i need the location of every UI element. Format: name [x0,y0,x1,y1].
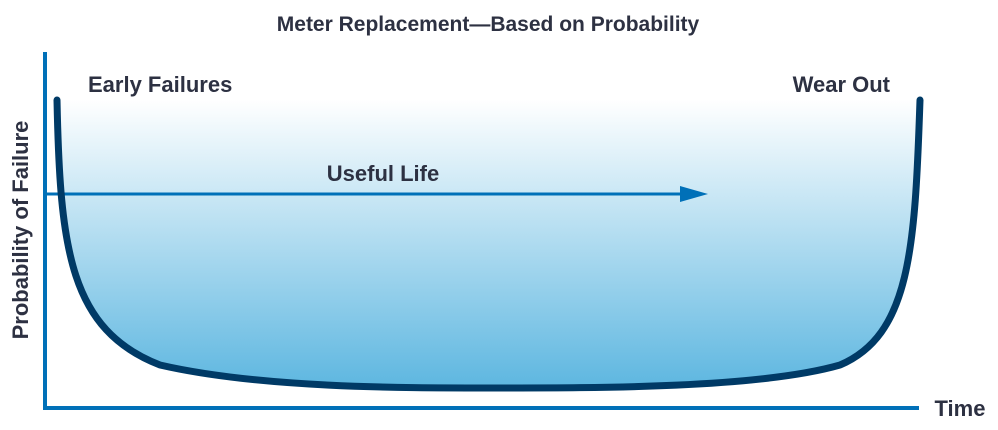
chart-title: Meter Replacement—Based on Probability [277,13,700,36]
arrowhead-icon [680,186,708,202]
curve-fill [57,100,920,388]
x-axis-label: Time [935,396,986,421]
early-failures-label: Early Failures [88,72,232,97]
y-axis-label: Probability of Failure [8,121,33,340]
wear-out-label: Wear Out [793,72,891,97]
bathtub-curve [53,96,924,392]
useful-life-label: Useful Life [327,161,439,186]
